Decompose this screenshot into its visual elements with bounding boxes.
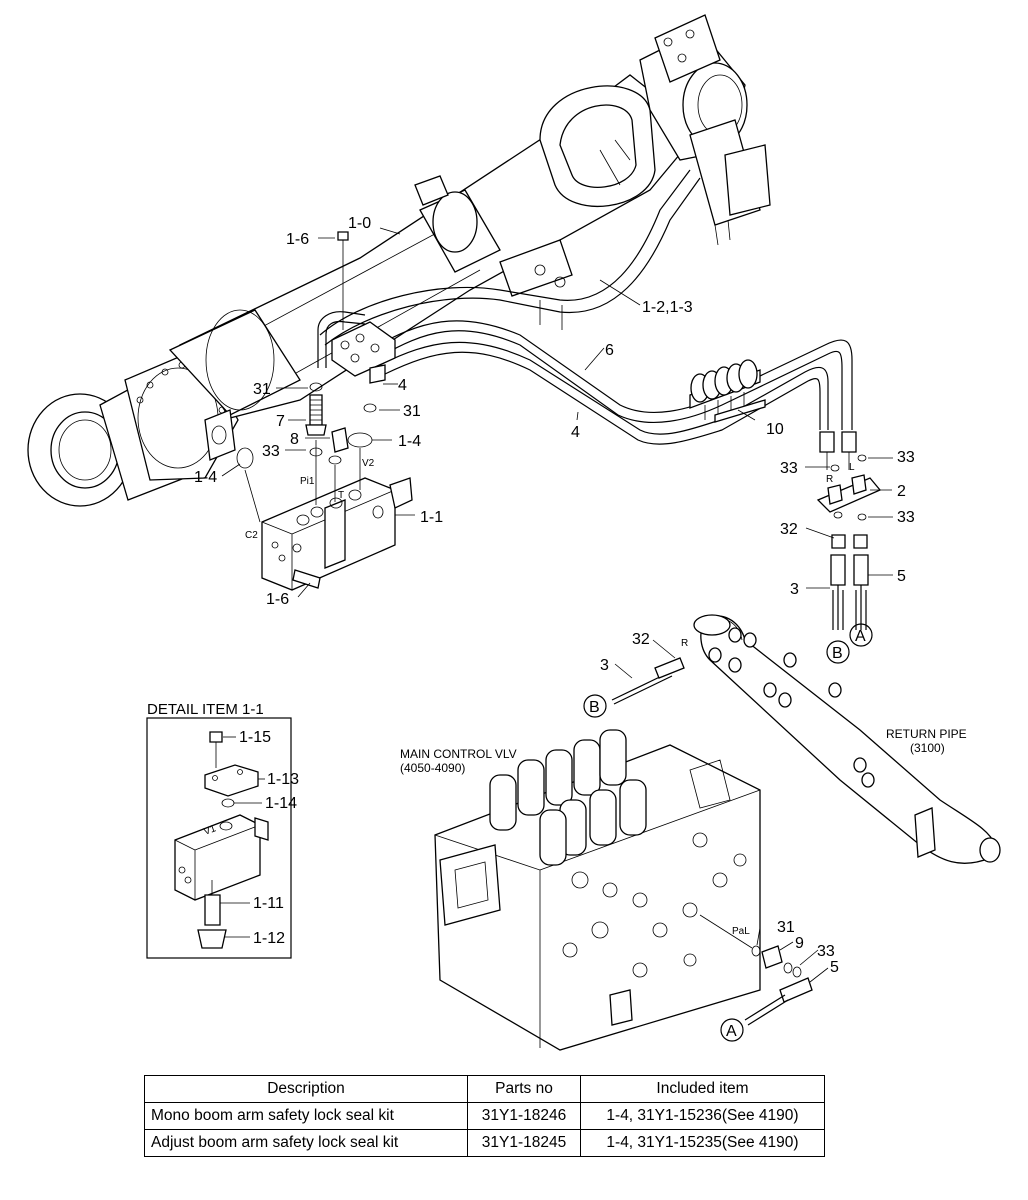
main-control-valve-label: MAIN CONTROL VLV xyxy=(400,747,517,761)
connector-b-top: B xyxy=(832,645,843,662)
callout-5-top: 5 xyxy=(897,568,906,585)
hose-bracket-2 xyxy=(816,431,882,630)
detail-callout-1-12: 1-12 xyxy=(253,930,285,947)
callout-1-0: 1-0 xyxy=(348,215,371,232)
callout-33-left: 33 xyxy=(262,443,280,460)
leader-lines xyxy=(220,227,893,983)
port-r-top: R xyxy=(826,474,833,485)
row-description: Adjust boom arm safety lock seal kit xyxy=(144,1129,468,1157)
callout-31-left: 31 xyxy=(253,381,271,398)
callout-32-mid: 32 xyxy=(632,631,650,648)
callout-33-r1: 33 xyxy=(780,460,798,477)
port-v1: V1 xyxy=(202,823,218,838)
return-pipe-ref: (3100) xyxy=(910,741,945,755)
area-labels: DETAIL ITEM 1-1 MAIN CONTROL VLV (4050-4… xyxy=(147,701,967,775)
detail-callout-1-14: 1-14 xyxy=(265,795,297,812)
port-pi1: Pi1 xyxy=(300,476,315,487)
row-included-item: 1-4, 31Y1-15236(See 4190) xyxy=(580,1102,825,1130)
parts-diagram: 1-0 1-6 1-2,1-3 6 4 4 31 31 7 8 1-4 33 1… xyxy=(27,14,1001,1051)
callout-6: 6 xyxy=(605,342,614,359)
connector-markers xyxy=(583,623,873,1042)
row-parts-no: 31Y1-18246 xyxy=(467,1102,581,1130)
connector-a-bottom: A xyxy=(726,1023,737,1040)
callout-1-2-1-3: 1-2,1-3 xyxy=(642,299,693,316)
table-header-row: Description Parts no Included item xyxy=(144,1075,825,1103)
callout-4-top: 4 xyxy=(398,377,407,394)
callout-31-bottom: 31 xyxy=(777,919,795,936)
connector-letters: B A B A xyxy=(589,628,866,1040)
return-pipe-ports xyxy=(708,627,875,788)
main-control-valve xyxy=(434,729,813,1051)
pipe-clamp-10 xyxy=(689,359,766,423)
connector-a-top: A xyxy=(855,628,866,645)
detail-box xyxy=(146,717,292,959)
callout-2: 2 xyxy=(897,483,906,500)
port-r-mid: R xyxy=(681,638,688,649)
detail-callout-1-11: 1-11 xyxy=(253,895,284,912)
safety-valve-1-1 xyxy=(204,231,413,591)
callout-33-bottom: 33 xyxy=(817,943,835,960)
detail-callout-1-13: 1-13 xyxy=(267,771,299,788)
callout-1-4-left: 1-4 xyxy=(194,469,217,486)
callout-1-1: 1-1 xyxy=(420,509,443,526)
row-included-item: 1-4, 31Y1-15235(See 4190) xyxy=(580,1129,825,1157)
callout-1-4-right: 1-4 xyxy=(398,433,421,450)
table-row: Adjust boom arm safety lock seal kit 31Y… xyxy=(144,1129,825,1157)
port-t: T xyxy=(338,490,344,501)
table-row: Mono boom arm safety lock seal kit 31Y1-… xyxy=(144,1102,825,1130)
connector-b-mid: B xyxy=(589,699,600,716)
callout-8: 8 xyxy=(290,431,299,448)
return-pipe xyxy=(611,614,1001,864)
callout-33-r3: 33 xyxy=(897,509,915,526)
header-included-item: Included item xyxy=(580,1075,825,1103)
callout-3-top: 3 xyxy=(790,581,799,598)
header-parts-no: Parts no xyxy=(467,1075,581,1103)
seal-kit-table: Description Parts no Included item Mono … xyxy=(144,1075,825,1157)
detail-title: DETAIL ITEM 1-1 xyxy=(147,701,264,718)
port-v2: V2 xyxy=(362,458,375,469)
valve-spools xyxy=(489,729,647,866)
callout-1-6-top: 1-6 xyxy=(286,231,309,248)
row-description: Mono boom arm safety lock seal kit xyxy=(144,1102,468,1130)
port-pal: PaL xyxy=(732,926,750,937)
port-labels: V2 Pi1 T C2 R L R PaL V1 xyxy=(202,458,855,937)
callout-7: 7 xyxy=(276,413,285,430)
callout-31-right: 31 xyxy=(403,403,421,420)
header-description: Description xyxy=(144,1075,468,1103)
port-l-top: L xyxy=(849,462,855,473)
callout-32-top: 32 xyxy=(780,521,798,538)
return-pipe-label: RETURN PIPE xyxy=(886,727,967,741)
callout-3-mid: 3 xyxy=(600,657,609,674)
callout-labels: 1-0 1-6 1-2,1-3 6 4 4 31 31 7 8 1-4 33 1… xyxy=(194,215,915,976)
callout-9: 9 xyxy=(795,935,804,952)
port-c2: C2 xyxy=(245,530,258,541)
row-parts-no: 31Y1-18245 xyxy=(467,1129,581,1157)
callout-33-r2: 33 xyxy=(897,449,915,466)
callout-5-bottom: 5 xyxy=(830,959,839,976)
callout-10: 10 xyxy=(766,421,784,438)
main-control-valve-ref: (4050-4090) xyxy=(400,761,465,775)
callout-1-6-bottom: 1-6 xyxy=(266,591,289,608)
callout-4-lower: 4 xyxy=(571,424,580,441)
detail-callout-1-15: 1-15 xyxy=(239,729,271,746)
